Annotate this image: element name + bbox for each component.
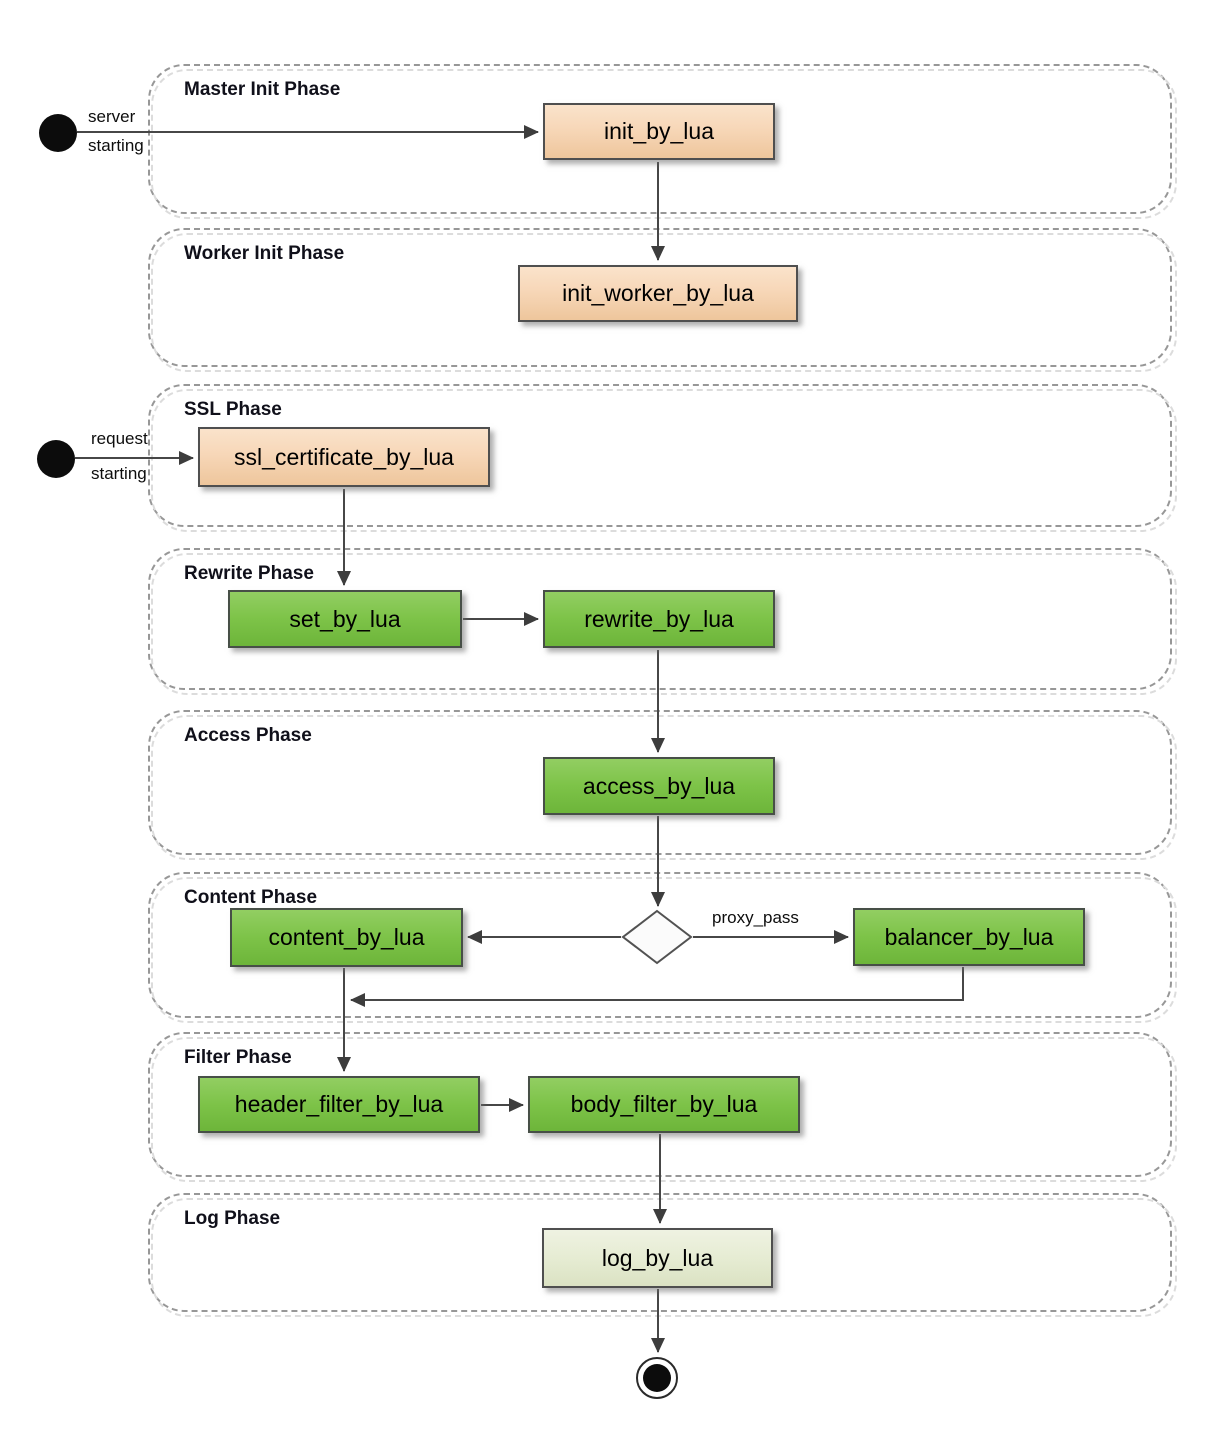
phase-title-worker-init: Worker Init Phase [184,243,345,264]
node-header-filter-by-lua: header_filter_by_lua [198,1076,480,1133]
node-init-worker-by-lua: init_worker_by_lua [518,265,798,322]
start-node-server-icon [39,114,77,152]
node-init-by-lua: init_by_lua [543,103,775,160]
phase-title-access: Access Phase [184,725,312,746]
start-label-request-line1: request [91,429,148,448]
start-node-request-icon [37,440,75,478]
node-set-by-lua: set_by_lua [228,590,462,648]
node-access-by-lua: access_by_lua [543,757,775,815]
phase-title-filter: Filter Phase [184,1047,292,1068]
node-ssl-certificate-by-lua: ssl_certificate_by_lua [198,427,490,487]
node-rewrite-by-lua: rewrite_by_lua [543,590,775,648]
phase-title-rewrite: Rewrite Phase [184,563,314,584]
edge-label-proxy-pass: proxy_pass [712,908,799,927]
node-balancer-by-lua: balancer_by_lua [853,908,1085,966]
phase-title-master-init: Master Init Phase [184,79,341,100]
phase-title-ssl: SSL Phase [184,399,282,420]
end-node-inner-dot [643,1364,671,1392]
node-content-by-lua: content_by_lua [230,908,463,967]
start-label-server-line2: starting [88,136,144,155]
phase-title-content: Content Phase [184,887,318,908]
node-log-by-lua: log_by_lua [542,1228,773,1288]
start-label-server-line1: server [88,107,136,126]
node-body-filter-by-lua: body_filter_by_lua [528,1076,800,1133]
start-label-request-line2: starting [91,464,147,483]
phase-title-log: Log Phase [184,1208,281,1229]
end-node-icon [636,1357,678,1399]
